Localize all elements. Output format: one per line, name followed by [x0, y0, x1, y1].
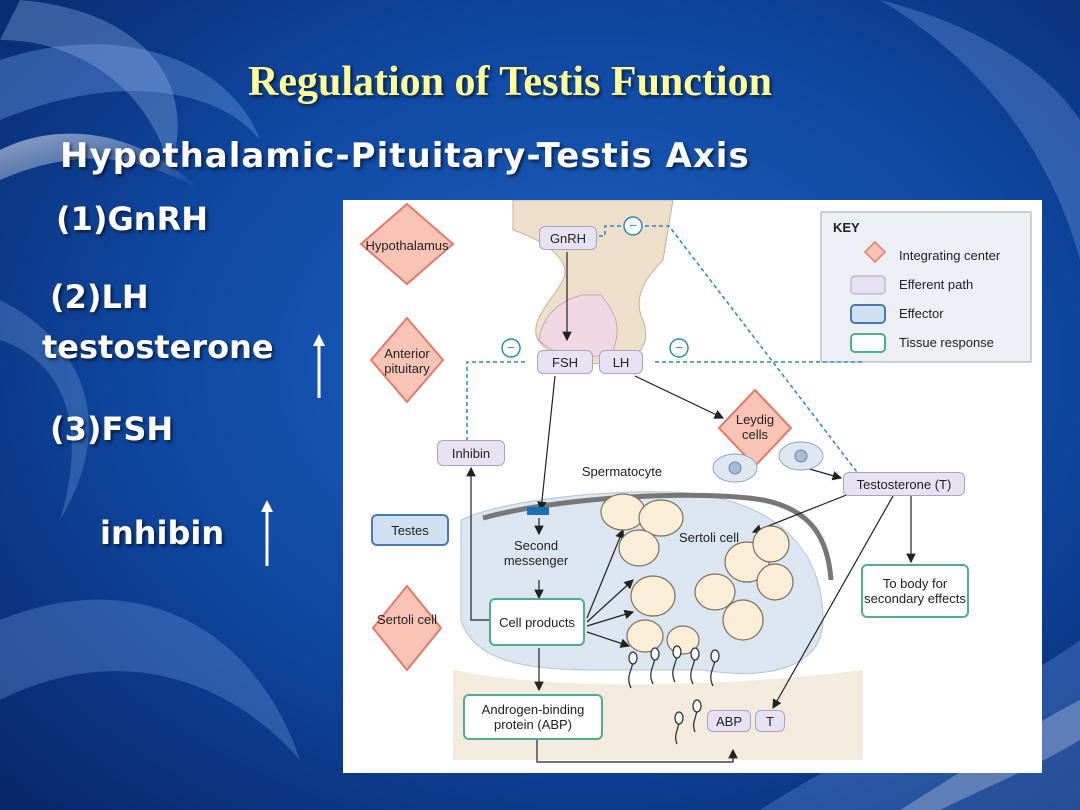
testes-box: Testes: [371, 514, 449, 546]
key-title: KEY: [833, 220, 860, 235]
fsh-box: FSH: [537, 350, 593, 374]
to-body-box: To body for secondary effects: [861, 564, 969, 618]
slide-subtitle: Hypothalamic-Pituitary-Testis Axis: [60, 136, 750, 176]
abp-long-box: Androgen-binding protein (ABP): [463, 694, 603, 740]
hpt-axis-diagram: KEY Integrating center Efferent path Eff…: [343, 200, 1042, 773]
hypothalamus-label: Hypothalamus: [365, 238, 449, 253]
inhibition-symbol: −: [629, 218, 637, 233]
second-messenger-label: Second messenger: [503, 538, 569, 568]
spermatocyte-label: Spermatocyte: [581, 464, 663, 479]
gnrh-box: GnRH: [539, 226, 597, 250]
anterior-pituitary-label: Anterior pituitary: [384, 346, 430, 376]
key-tissue-response: Tissue response: [899, 335, 994, 350]
label-fsh: (3)FSH: [50, 410, 174, 448]
label-lh: (2)LH: [50, 278, 149, 316]
key-efferent-path: Efferent path: [899, 277, 974, 292]
inhibition-symbol: −: [675, 340, 683, 355]
lh-box: LH: [599, 350, 643, 374]
label-gnrh: (1)GnRH: [56, 200, 208, 238]
cell-products-box: Cell products: [489, 598, 585, 646]
testosterone-box: Testosterone (T): [843, 472, 965, 496]
diagram-graphics: [359, 200, 1032, 763]
slide-title: Regulation of Testis Function: [248, 59, 772, 105]
sertoli-cell-label: Sertoli cell: [377, 612, 437, 627]
up-arrow-icon: [313, 334, 325, 398]
abp-box: ABP: [707, 710, 751, 732]
key-integrating-center: Integrating center: [899, 248, 1001, 263]
key-effector: Effector: [899, 306, 944, 321]
leydig-cells-label: Leydig cells: [735, 412, 775, 442]
inhibition-symbol: −: [507, 340, 515, 355]
inhibin-box: Inhibin: [437, 440, 505, 466]
t-box: T: [755, 710, 785, 732]
up-arrow-icon: [261, 500, 273, 566]
sertoli-cell-inside-label: Sertoli cell: [679, 530, 739, 545]
label-inhibin: inhibin: [100, 514, 225, 552]
label-testosterone: testosterone: [42, 328, 274, 366]
